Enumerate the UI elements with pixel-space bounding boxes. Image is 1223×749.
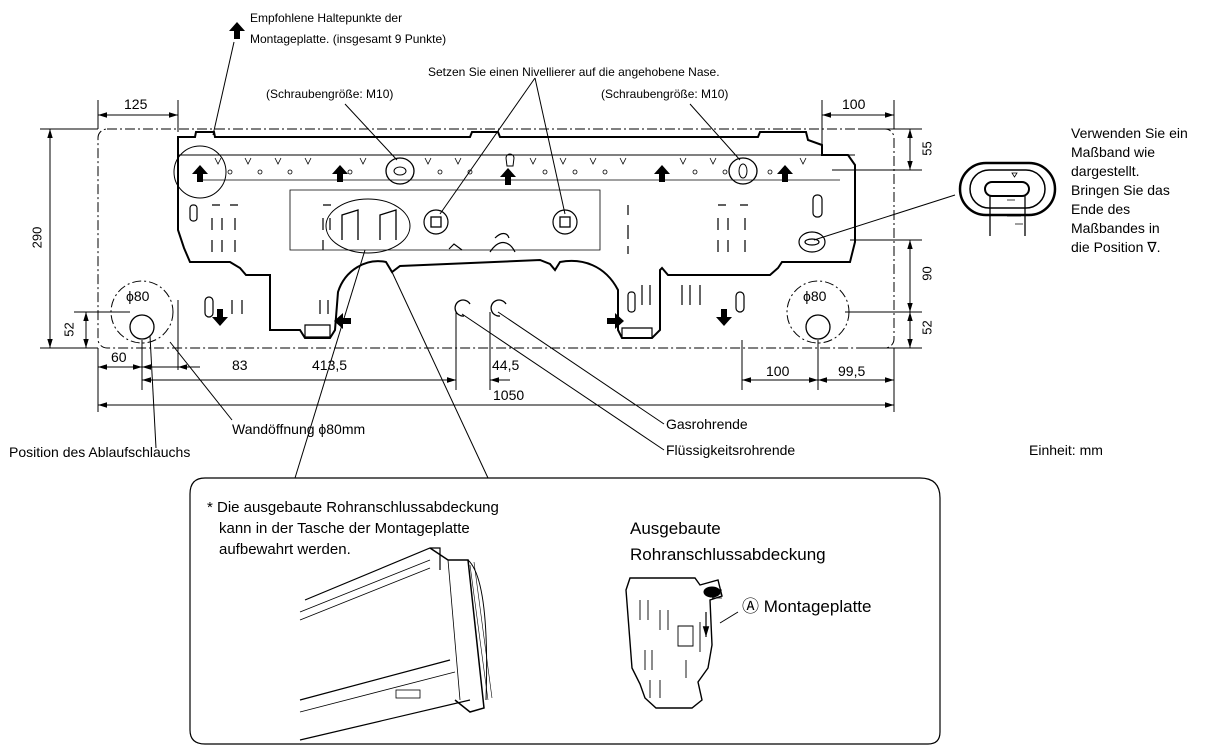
hold-points-title-line2: Montageplatte. (insgesamt 9 Punkte) — [250, 32, 447, 46]
slot-patterns — [189, 194, 826, 339]
dim-83: 83 — [232, 357, 248, 373]
drain-position-label: Position des Ablaufschlauchs — [9, 444, 191, 460]
dim-44-5: 44,5 — [492, 357, 520, 373]
detail-box — [189, 477, 941, 745]
plate-label: Ⓐ Montageplatte — [742, 597, 872, 616]
leveller-note: Setzen Sie einen Nivellierer auf die ang… — [428, 65, 720, 79]
hold-point-circle — [173, 145, 227, 199]
wall-opening-label: Wandöffnung ϕ80mm — [232, 421, 366, 437]
liquid-pipe-label: Flüssigkeitsrohrende — [666, 442, 796, 458]
liquid-pipe-end — [454, 299, 471, 317]
pocket-highlight — [325, 198, 411, 254]
pipe-cover-sketch — [625, 577, 723, 709]
gas-pipe-end — [490, 299, 507, 317]
unit-label: Einheit: mm — [1029, 442, 1103, 458]
leveller-nose-right — [552, 209, 578, 235]
dim-90: 90 — [919, 266, 935, 281]
detail-note: * Die ausgebaute Rohranschlussabdeckung … — [207, 499, 499, 558]
dim-290: 290 — [29, 226, 45, 249]
dim-1050: 1050 — [493, 387, 525, 403]
dim-60: 60 — [111, 349, 127, 365]
measuring-tape-icon — [958, 161, 1057, 236]
gas-pipe-label: Gasrohrende — [666, 416, 748, 432]
leveller-nose-left — [423, 209, 449, 235]
screw-hole-right — [728, 157, 758, 185]
dim-125: 125 — [124, 96, 148, 112]
dim-55: 55 — [919, 141, 935, 156]
dim-100-top: 100 — [842, 96, 866, 112]
dim-99-5: 99,5 — [838, 363, 866, 379]
dim-52-right: 52 — [919, 320, 935, 335]
dim-52-left: 52 — [61, 322, 77, 337]
dim-100-bottom: 100 — [766, 363, 790, 379]
top-teeth — [214, 157, 807, 175]
indoor-unit-sketch — [299, 547, 493, 741]
screw-hole-left — [385, 157, 415, 185]
hold-points-title-line1: Empfohlene Haltepunkte der — [250, 11, 403, 25]
dim-413-5: 413,5 — [312, 357, 348, 373]
dimension-lines — [40, 100, 922, 412]
wall-outline — [97, 128, 895, 349]
phi80-right: ϕ80 — [803, 288, 827, 304]
screw-size-right: (Schraubengröße: M10) — [601, 87, 729, 101]
tape-note: Verwenden Sie ein Maßband wie dargestell… — [1071, 125, 1188, 255]
mounting-plate-outline — [177, 131, 856, 339]
screw-size-left: (Schraubengröße: M10) — [266, 87, 394, 101]
hold-point-arrows — [192, 22, 793, 329]
cover-label: Ausgebaute Rohranschlussabdeckung — [630, 519, 826, 564]
phi80-left: ϕ80 — [126, 288, 150, 304]
